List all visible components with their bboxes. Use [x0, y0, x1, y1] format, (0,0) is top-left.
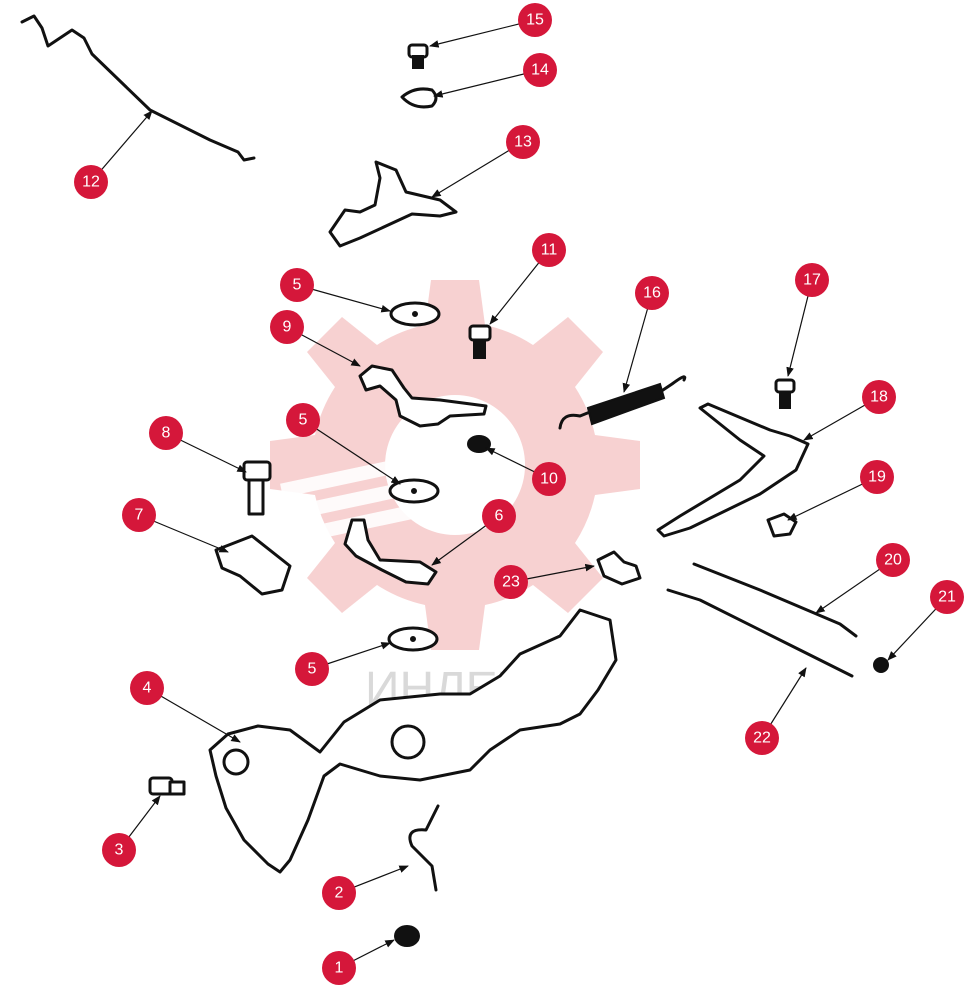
callout-17: 17 [795, 263, 829, 297]
part-10-nut [467, 435, 491, 453]
callouts: 1 2 3 4 5 5 5 6 7 8 9 10 11 12 13 14 15 … [74, 3, 964, 985]
parts [20, 14, 889, 947]
svg-text:20: 20 [884, 552, 902, 569]
callout-15: 15 [518, 3, 552, 37]
part-3-nut [148, 776, 186, 796]
callout-23: 23 [494, 565, 528, 599]
part-2-spring [408, 804, 440, 892]
callout-1: 1 [322, 951, 356, 985]
part-13-lever [328, 160, 458, 248]
callout-6: 6 [482, 499, 516, 533]
callout-8: 8 [149, 416, 183, 450]
svg-text:5: 5 [299, 412, 308, 429]
svg-text:22: 22 [753, 730, 771, 747]
svg-text:12: 12 [82, 174, 100, 191]
svg-text:10: 10 [540, 471, 558, 488]
part-20-rod [692, 562, 858, 638]
part-17-screw [774, 378, 796, 409]
callout-5-low: 5 [295, 652, 329, 686]
svg-text:5: 5 [293, 277, 302, 294]
svg-text:17: 17 [803, 272, 821, 289]
svg-text:9: 9 [283, 319, 292, 336]
svg-text:23: 23 [502, 574, 520, 591]
callout-14: 14 [523, 53, 557, 87]
callout-16: 16 [635, 276, 669, 310]
part-23-clip [596, 550, 642, 586]
callout-4: 4 [130, 671, 164, 705]
callout-7: 7 [122, 498, 156, 532]
part-12-rod [20, 14, 256, 162]
callout-10: 10 [532, 462, 566, 496]
part-22-rod [666, 588, 854, 678]
part-14-washer [400, 87, 438, 109]
part-9-lever [358, 364, 488, 428]
svg-text:6: 6 [495, 508, 504, 525]
callout-11: 11 [532, 233, 566, 267]
svg-text:7: 7 [135, 507, 144, 524]
svg-text:2: 2 [335, 885, 344, 902]
svg-text:21: 21 [938, 589, 956, 606]
svg-text:8: 8 [162, 425, 171, 442]
callout-5-top: 5 [280, 268, 314, 302]
callout-22: 22 [745, 721, 779, 755]
gear-icon [270, 280, 640, 650]
callout-19: 19 [860, 460, 894, 494]
part-6-lever [343, 518, 438, 586]
svg-text:11: 11 [541, 242, 558, 259]
part-21-nut [873, 657, 889, 673]
svg-text:15: 15 [526, 12, 544, 29]
callout-5-mid: 5 [286, 403, 320, 437]
part-11-screw [468, 324, 492, 359]
svg-text:19: 19 [868, 469, 886, 486]
callout-12: 12 [74, 165, 108, 199]
part-18-bracket [656, 402, 810, 538]
callout-9: 9 [270, 310, 304, 344]
part-7-clip [214, 534, 292, 596]
part-19-nut [766, 512, 798, 538]
part-15-screw [407, 43, 429, 69]
svg-text:4: 4 [143, 680, 152, 697]
svg-text:5: 5 [308, 661, 317, 678]
svg-text:3: 3 [115, 842, 124, 859]
callout-13: 13 [506, 125, 540, 159]
callout-2: 2 [322, 876, 356, 910]
part-16-spring [558, 375, 687, 430]
svg-text:14: 14 [531, 62, 549, 79]
svg-text:16: 16 [643, 285, 661, 302]
callout-21: 21 [930, 580, 964, 614]
callout-20: 20 [876, 543, 910, 577]
part-1-nut [394, 925, 420, 947]
part-8-stud [242, 460, 272, 516]
svg-text:18: 18 [870, 389, 888, 406]
callout-18: 18 [862, 380, 896, 414]
svg-text:13: 13 [514, 134, 532, 151]
callout-3: 3 [102, 833, 136, 867]
svg-text:1: 1 [335, 960, 344, 977]
